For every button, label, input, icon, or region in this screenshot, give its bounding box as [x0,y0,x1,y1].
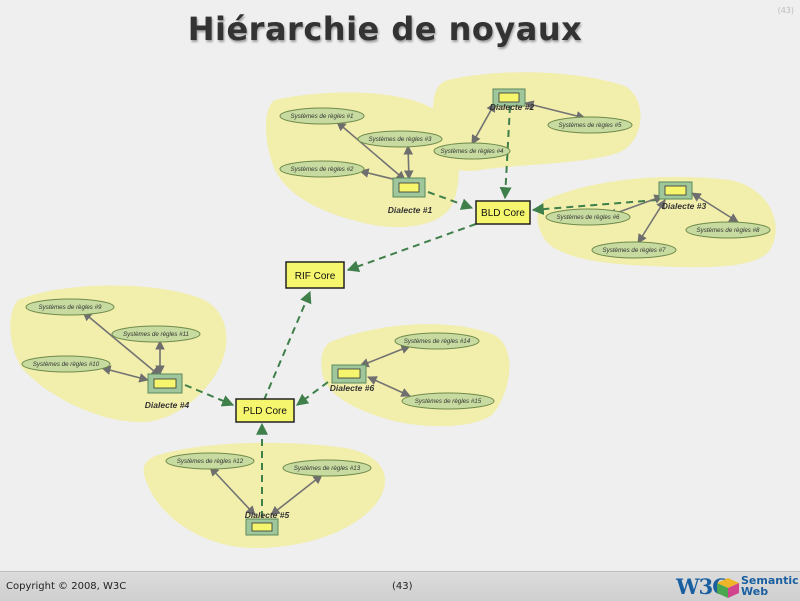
footer-bar: Copyright © 2008, W3C (43) W3C Semantic … [0,571,800,601]
svg-text:Systèmes de règles #9: Systèmes de règles #9 [39,304,102,311]
rule-system-7: Systèmes de règles #7 [591,241,677,259]
page-number: (43) [392,581,413,592]
core-box-bld: BLD Core [475,200,531,225]
rule-system-14: Systèmes de règles #14 [394,332,480,350]
semantic-web-logo[interactable]: Semantic Web [741,575,799,597]
dialecte-4-node: Dialecte #4 [145,373,190,410]
dialecte-6-label: Dialecte #6 [330,383,375,393]
core-label-pld: PLD Core [243,406,287,417]
rule-system-3: Systèmes de règles #3 [357,130,443,148]
semantic-web-line2: Web [741,585,769,598]
copyright-text: Copyright © 2008, W3C [6,581,127,592]
dialecte-1-node: Dialecte #1 [388,177,433,215]
svg-text:Systèmes de règles #14: Systèmes de règles #14 [404,338,471,345]
rule-system-15: Systèmes de règles #15 [401,392,495,410]
dialecte-2-node: Dialecte #2 [490,88,535,112]
svg-text:Systèmes de règles #13: Systèmes de règles #13 [294,465,361,472]
semantic-web-cube-icon [717,578,739,598]
svg-text:Systèmes de règles #5: Systèmes de règles #5 [559,122,622,129]
rule-system-10: Systèmes de règles #10 [21,355,111,373]
svg-text:Systèmes de règles #1: Systèmes de règles #1 [291,113,354,120]
core-box-rif: RIF Core [285,261,345,289]
svg-text:Systèmes de règles #12: Systèmes de règles #12 [177,458,244,465]
rule-system-2: Systèmes de règles #2 [279,160,365,178]
core-label-bld: BLD Core [481,208,525,219]
svg-text:Systèmes de règles #7: Systèmes de règles #7 [603,247,666,254]
svg-text:Systèmes de règles #3: Systèmes de règles #3 [369,136,432,143]
dialecte-5-label: Dialecte #5 [245,510,290,520]
dialecte-6-node: Dialecte #6 [330,364,375,393]
dialecte-2-label: Dialecte #2 [490,102,535,112]
slide-title: Hiérarchie de noyaux [187,10,583,48]
corner-slide-number: (43) [777,6,794,15]
svg-text:Systèmes de règles #2: Systèmes de règles #2 [291,166,354,173]
dialecte-5-node: Dialecte #5 [245,510,290,536]
rule-system-1: Systèmes de règles #1 [279,107,365,125]
semantic-web-line1: Semantic [741,574,799,587]
rule-system-6: Systèmes de règles #6 [545,208,631,226]
rule-system-5: Systèmes de règles #5 [547,116,633,134]
svg-text:Systèmes de règles #6: Systèmes de règles #6 [557,214,620,221]
rule-system-11: Systèmes de règles #11 [111,325,201,343]
dialecte-3-node: Dialecte #3 [658,181,707,211]
svg-text:Systèmes de règles #8: Systèmes de règles #8 [697,227,760,234]
core-label-rif: RIF Core [295,271,336,282]
dialecte-1-label: Dialecte #1 [388,205,433,215]
rule-system-13: Systèmes de règles #13 [282,459,372,477]
svg-text:Systèmes de règles #11: Systèmes de règles #11 [123,331,189,338]
core-box-pld: PLD Core [235,398,295,423]
rule-system-8: Systèmes de règles #8 [685,221,771,239]
rule-system-4: Systèmes de règles #4 [433,142,511,160]
svg-text:Systèmes de règles #15: Systèmes de règles #15 [415,398,482,405]
dialecte-3-label: Dialecte #3 [662,201,707,211]
svg-text:Systèmes de règles #4: Systèmes de règles #4 [441,148,504,155]
rule-system-12: Systèmes de règles #12 [165,452,255,470]
dialecte-4-label: Dialecte #4 [145,400,190,410]
svg-text:Systèmes de règles #10: Systèmes de règles #10 [33,361,100,368]
rule-system-9: Systèmes de règles #9 [25,298,115,316]
kernel-hierarchy-diagram: RIF Core BLD Core PLD Core Dialecte #1 D… [10,72,776,548]
